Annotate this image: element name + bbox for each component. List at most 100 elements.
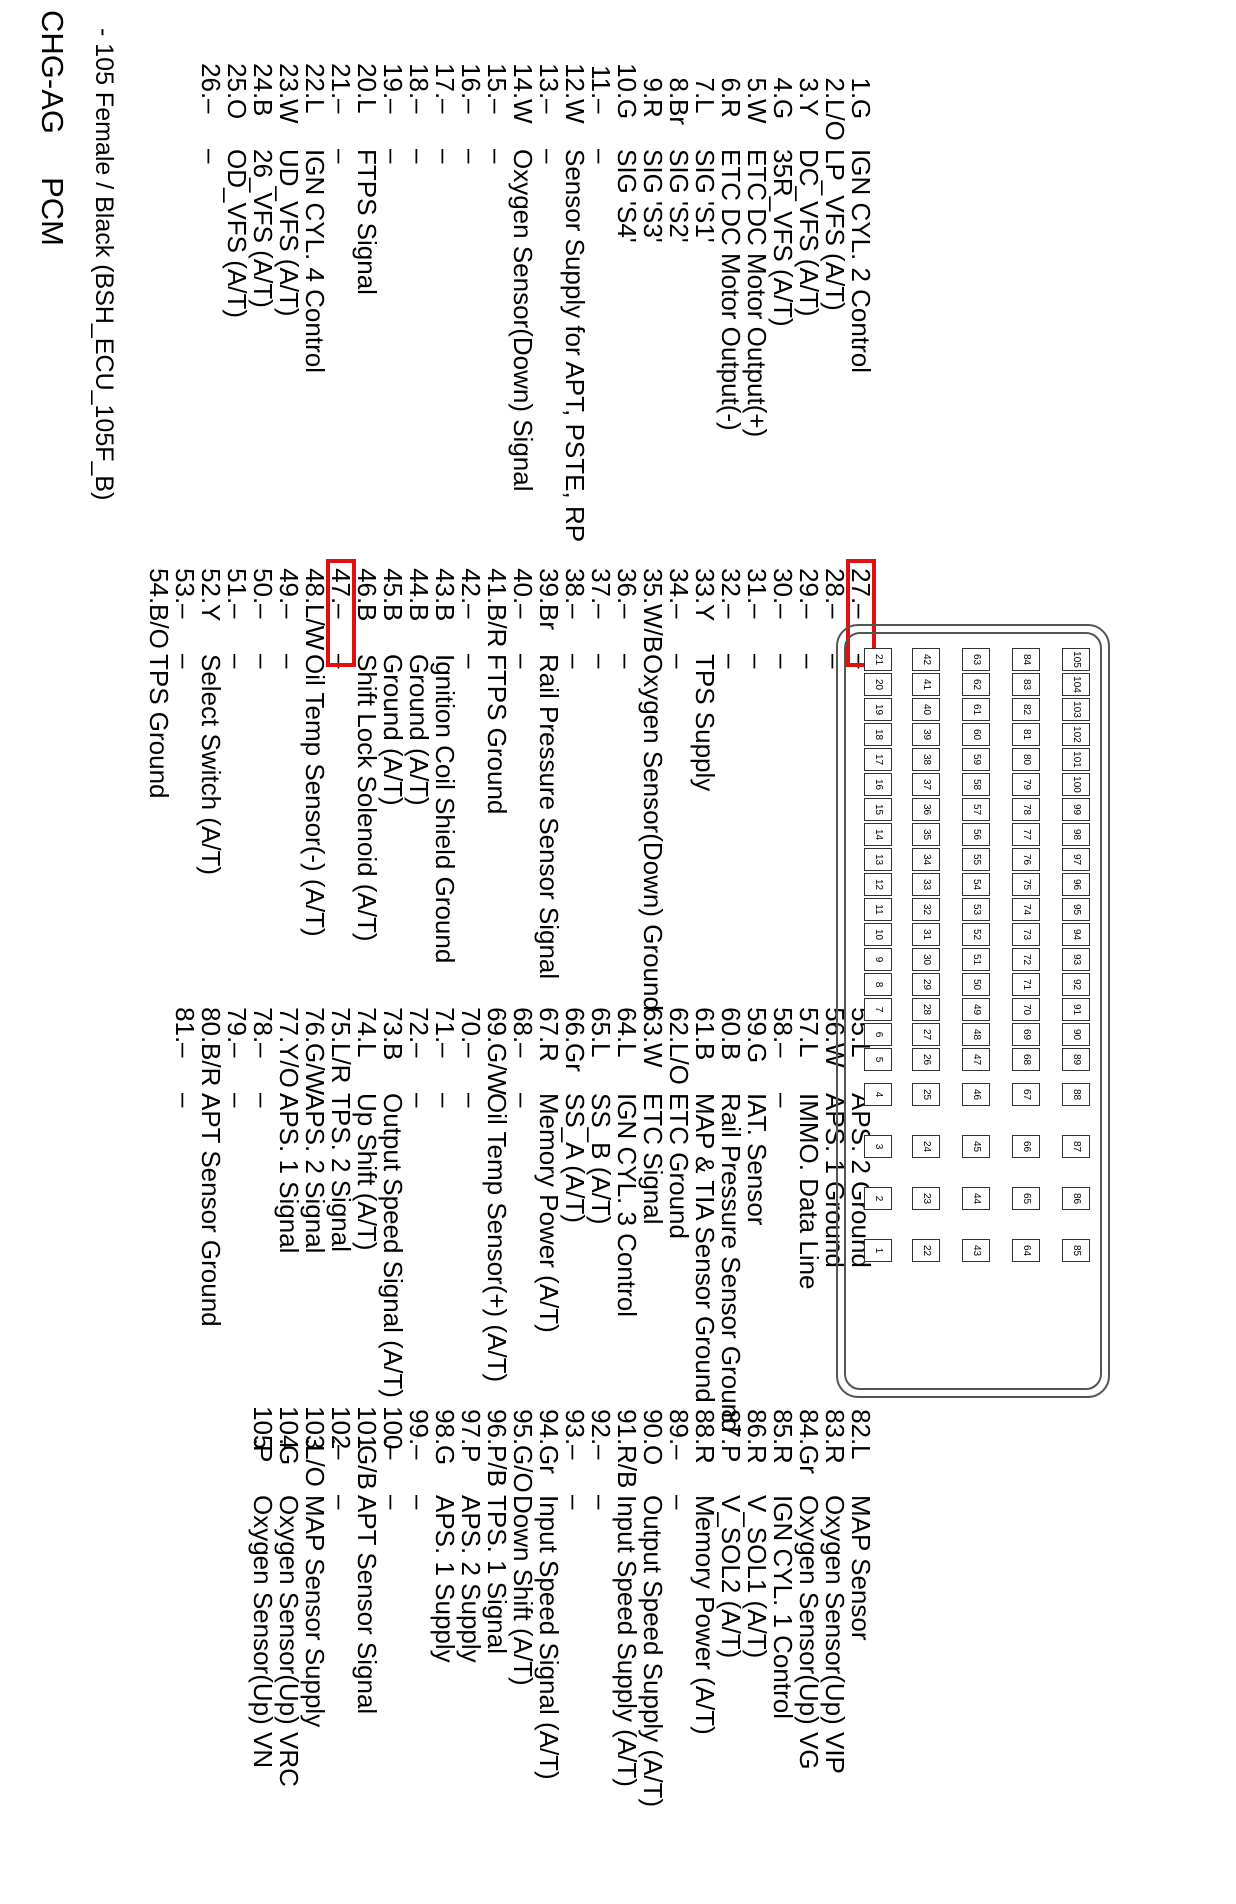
pin-row: 52.YSelect Switch (A/T) [196, 565, 226, 1011]
connector-pin: 1 [864, 1239, 892, 1262]
pin-number: 60 [716, 1007, 746, 1036]
pin-function: SIG 'S4' [612, 149, 642, 243]
pin-row: 16.–– [456, 60, 486, 542]
pin-dot: . [248, 92, 278, 100]
connector-pin: 12 [864, 873, 892, 896]
pin-dot: . [456, 92, 486, 100]
pin-dot: . [274, 1036, 304, 1044]
pin-function: – [716, 654, 746, 669]
pin-number: 76 [300, 1007, 330, 1036]
pin-function: – [794, 654, 824, 669]
pin-row: 26.–– [196, 60, 226, 542]
pin-number: 21 [326, 63, 356, 92]
connector-pin: 50 [962, 973, 990, 996]
pin-row: 57.LIMMO. Data Line [794, 1004, 824, 1433]
wire-color: – [508, 1043, 538, 1058]
pin-row: 40.–– [508, 565, 538, 1011]
wire-color: W [274, 99, 304, 124]
wire-color: O [638, 1445, 668, 1466]
pin-dot: . [456, 1438, 486, 1446]
connector-pin: 94 [1062, 923, 1090, 946]
pin-row: 5.WETC DC Motor Output(+) [742, 60, 772, 542]
connector-pin: 10 [864, 923, 892, 946]
pin-dot: . [768, 1438, 798, 1446]
pin-number: 45 [378, 568, 408, 597]
wire-color: R [690, 1445, 720, 1464]
wire-color: W [638, 1043, 668, 1068]
pin-function: Sensor Supply for APT, PSTE, RP [560, 149, 590, 543]
wire-color: B [404, 604, 434, 622]
pin-number: 83 [820, 1409, 850, 1438]
wire-color: G [768, 99, 798, 120]
pin-number: 17 [430, 63, 460, 92]
pin-function: Up Shift (A/T) [352, 1093, 382, 1251]
pin-number: 97 [456, 1409, 486, 1438]
pin-function: Down Shift (A/T) [508, 1495, 538, 1686]
pin-dot: . [716, 1036, 746, 1044]
wire-color: – [248, 1043, 278, 1058]
wire-color: B [352, 604, 382, 622]
connector-pin: 54 [962, 873, 990, 896]
connector-pin: 26 [912, 1048, 940, 1071]
pin-function: – [170, 1093, 200, 1108]
connector-pin: 21 [864, 648, 892, 671]
pin-number: 46 [352, 568, 382, 597]
connector-pin: 85 [1062, 1239, 1090, 1262]
pin-dot: . [612, 597, 642, 605]
pin-number: 87 [716, 1409, 746, 1438]
pin-number: 38 [560, 568, 590, 597]
pin-dot: . [404, 1438, 434, 1446]
wire-color: W/B [638, 604, 668, 654]
pin-function: – [274, 654, 304, 669]
highlight-box [326, 559, 356, 667]
pin-dot: . [716, 1438, 746, 1446]
pin-row: 60.BRail Pressure Sensor Ground [716, 1004, 746, 1433]
pin-number: 4 [768, 77, 798, 92]
wire-color: G [612, 99, 642, 120]
pin-row: 23.WUD_VFS (A/T) [274, 60, 304, 542]
pin-dot: . [222, 1036, 252, 1044]
pin-row: 24.B26_VFS (A/T) [248, 60, 278, 542]
pin-row: 53.–– [170, 565, 200, 1011]
connector-pin: 47 [962, 1048, 990, 1071]
connector-pin: 70 [1012, 998, 1040, 1021]
pin-row: 58.–– [768, 1004, 798, 1433]
pin-function: TPS Ground [144, 654, 174, 799]
connector-pin: 92 [1062, 973, 1090, 996]
pin-dot: . [352, 1036, 382, 1044]
wire-color: L/R [326, 1043, 356, 1084]
wire-color: B/O [144, 604, 174, 649]
pin-dot: . [716, 597, 746, 605]
pin-number: 86 [742, 1409, 772, 1438]
pin-function: ETC DC Motor Output(+) [742, 149, 772, 438]
connector-pin: 60 [962, 723, 990, 746]
pin-number: 39 [534, 568, 564, 597]
wire-color: P [456, 1445, 486, 1463]
pin-number: 103 [300, 1406, 330, 1450]
pin-row: 89.–– [664, 1406, 694, 1807]
pin-dot: . [508, 597, 538, 605]
pin-number: 31 [742, 568, 772, 597]
pin-row: 97.PAPS. 2 Supply [456, 1406, 486, 1807]
wire-color: B/R [196, 1043, 226, 1087]
pin-function: – [404, 149, 434, 164]
pin-number: 102 [326, 1406, 356, 1450]
connector-pin: 72 [1012, 948, 1040, 971]
pin-dot: . [820, 597, 850, 605]
pin-dot: . [534, 597, 564, 605]
pin-function: – [248, 1093, 278, 1108]
pin-function: – [404, 1495, 434, 1510]
wire-color: W [560, 99, 590, 124]
connector-pin: 91 [1062, 998, 1090, 1021]
connector-pin: 35 [912, 823, 940, 846]
wire-color: L/O [300, 1445, 330, 1487]
pin-dot: . [846, 1438, 876, 1446]
wire-color: L [352, 1043, 382, 1058]
pin-row: 13.–– [534, 60, 564, 542]
pin-dot: . [794, 1036, 824, 1044]
connector-pin: 83 [1012, 673, 1040, 696]
pin-number: 104 [274, 1406, 304, 1450]
connector-pin: 77 [1012, 823, 1040, 846]
pin-dot: . [196, 1036, 226, 1044]
